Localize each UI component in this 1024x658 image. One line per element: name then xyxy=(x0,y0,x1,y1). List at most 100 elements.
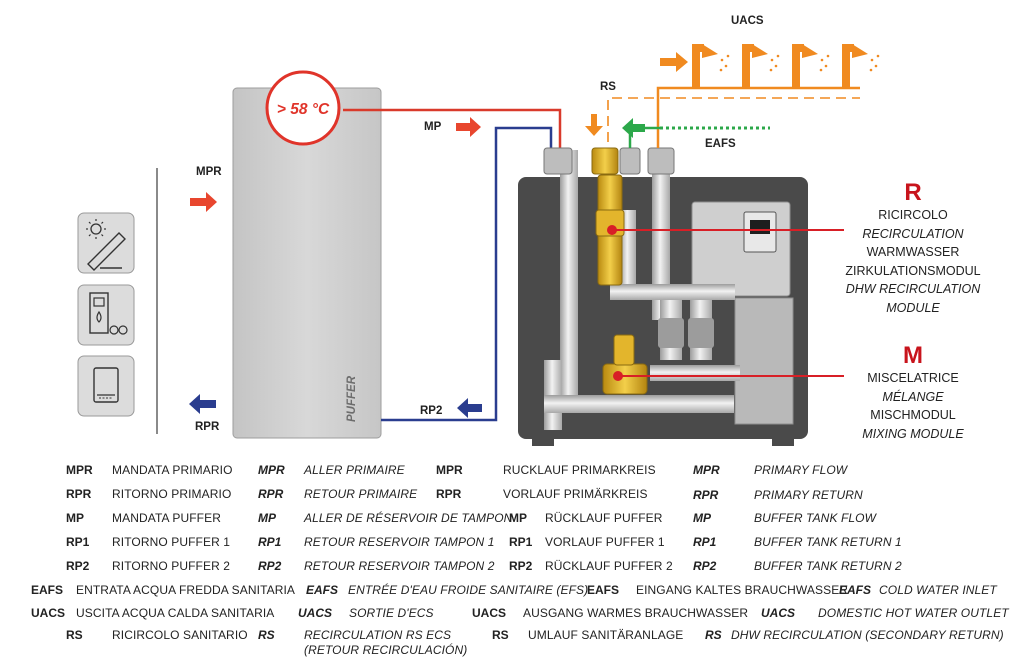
legend-text-en: BUFFER TANK RETURN 1 xyxy=(754,535,902,549)
module-pipe-left xyxy=(560,150,578,410)
legend-text-fr: RETOUR RESERVOIR TAMPON 2 xyxy=(304,559,495,573)
legend-text-fr: ALLER PRIMAIRE xyxy=(304,463,405,477)
legend-text-en: PRIMARY RETURN xyxy=(754,488,863,502)
legend-text-it: MANDATA PRIMARIO xyxy=(112,463,233,477)
legend-text-de: UMLAUF SANITÄRANLAGE xyxy=(528,628,684,642)
legend-abbr-de: UACS xyxy=(472,606,507,620)
legend-abbr-de: RP1 xyxy=(509,535,533,549)
legend-text-en: BUFFER TANK FLOW xyxy=(754,511,877,525)
rpr-arrow xyxy=(189,394,216,414)
legend-text-de: VORLAUF PUFFER 1 xyxy=(545,535,665,549)
r-line: DHW RECIRCULATION xyxy=(845,282,981,296)
legend-text-de: RÜCKLAUF PUFFER 2 xyxy=(545,559,673,573)
legend-abbr-de: RS xyxy=(492,628,509,642)
legend-text-en: BUFFER TANK RETURN 2 xyxy=(754,559,902,573)
r-module-description: R RICIRCOLO RECIRCULATION WARMWASSER ZIR… xyxy=(838,180,988,317)
legend-abbr-en: RP2 xyxy=(693,559,717,573)
legend-text-en: DOMESTIC HOT WATER OUTLET xyxy=(818,606,1009,620)
legend-abbr-en: RPR xyxy=(693,488,719,502)
legend-text-en: PRIMARY FLOW xyxy=(754,463,848,477)
mpr-label: MPR xyxy=(196,166,222,178)
legend-abbr-de: EAFS xyxy=(587,583,620,597)
r-line: MODULE xyxy=(886,300,940,315)
legend-text-it: USCITA ACQUA CALDA SANITARIA xyxy=(76,606,275,620)
legend-abbr-en: RP1 xyxy=(693,535,717,549)
uacs-pipe xyxy=(656,86,860,148)
rp2-arrow xyxy=(457,398,482,418)
legend-abbr-de: MP xyxy=(509,511,527,525)
legend-abbr-it: MPR xyxy=(66,463,93,477)
legend-abbr-it: RS xyxy=(66,628,83,642)
mp-label: MP xyxy=(424,121,442,133)
legend-abbr-fr: UACS xyxy=(298,606,333,620)
legend-abbr-en: MPR xyxy=(693,463,720,477)
legend-text-fr: ENTRÉE D'EAU FROIDE SANITAIRE (EFS) xyxy=(348,583,589,597)
wall-heater-icon xyxy=(77,355,135,417)
legend-abbr-it: RP2 xyxy=(66,559,90,573)
rs-label: RS xyxy=(600,81,616,93)
legend-text-en: DHW RECIRCULATION (SECONDARY RETURN) xyxy=(731,628,1004,642)
legend-text-en: COLD WATER INLET xyxy=(879,583,997,597)
boiler-icon xyxy=(77,284,135,346)
mp-arrow xyxy=(456,117,481,137)
legend-abbr-it: EAFS xyxy=(31,583,64,597)
legend-abbr-fr: RPR xyxy=(258,487,284,501)
eafs-label: EAFS xyxy=(705,138,736,150)
legend-text-fr: RETOUR RESERVOIR TAMPON 1 xyxy=(304,535,495,549)
legend-text-fr-cont: (RETOUR RECIRCULACIÓN) xyxy=(304,643,468,657)
legend-abbr-fr: RP1 xyxy=(258,535,282,549)
r-line: WARMWASSER xyxy=(866,245,960,259)
legend-text-it: RICIRCOLO SANITARIO xyxy=(112,628,248,642)
legend-abbr-fr: MPR xyxy=(258,463,285,477)
mp-pipe xyxy=(343,108,562,150)
legend-abbr-fr: RS xyxy=(258,628,275,642)
uacs-arrow xyxy=(660,52,688,72)
legend-text-de: RÜCKLAUF PUFFER xyxy=(545,511,663,525)
rp2-pipe xyxy=(381,126,553,422)
legend-abbr-en: RS xyxy=(705,628,722,642)
temperature-circle xyxy=(265,70,341,146)
r-line: RICIRCOLO xyxy=(878,208,948,222)
puffer-label: PUFFER xyxy=(346,375,358,422)
legend-text-it: RITORNO PUFFER 2 xyxy=(112,559,231,573)
legend-abbr-it: UACS xyxy=(31,606,66,620)
legend-text-de: RUCKLAUF PRIMARKREIS xyxy=(503,463,656,477)
m-line: MISCELATRICE xyxy=(867,371,959,385)
legend-abbr-it: MP xyxy=(66,511,84,525)
legend-abbr-fr: RP2 xyxy=(258,559,282,573)
m-line: MIXING MODULE xyxy=(862,426,964,441)
r-line: RECIRCULATION xyxy=(862,226,964,241)
legend-text-fr: RETOUR PRIMAIRE xyxy=(304,487,418,501)
legend-abbr-en: UACS xyxy=(761,606,796,620)
legend-abbr-de: RPR xyxy=(436,487,462,501)
m-line: MISCHMODUL xyxy=(870,408,956,422)
legend-abbr-fr: EAFS xyxy=(306,583,339,597)
rs-arrow xyxy=(585,114,603,136)
legend-text-fr: ALLER DE RÉSERVOIR DE TAMPON xyxy=(304,511,513,525)
uacs-dashed-return xyxy=(607,97,860,142)
r-line: ZIRKULATIONSMODUL xyxy=(845,263,981,278)
r-letter: R xyxy=(904,179,922,206)
rpr-label: RPR xyxy=(195,421,220,433)
temperature-value: > 58 °C xyxy=(277,101,330,118)
uacs-label: UACS xyxy=(731,15,764,27)
m-letter: M xyxy=(903,342,923,369)
legend-text-de: AUSGANG WARMES BRAUCHWASSER xyxy=(523,606,749,620)
solar-panel-icon xyxy=(77,212,135,274)
m-line: MÉLANGE xyxy=(882,389,944,404)
legend-abbr-it: RPR xyxy=(66,487,92,501)
m-module-description: M MISCELATRICE MÉLANGE MISCHMODUL MIXING… xyxy=(838,343,988,443)
legend-text-it: RITORNO PRIMARIO xyxy=(112,487,232,501)
legend-text-fr: RECIRCULATION RS ECS xyxy=(304,628,452,642)
shower-icon xyxy=(692,44,868,88)
legend-text-fr: SORTIE D'ECS xyxy=(349,606,434,620)
legend-text-it: ENTRATA ACQUA FREDDA SANITARIA xyxy=(76,583,296,597)
legend-text-it: MANDATA PUFFER xyxy=(112,511,221,525)
legend-abbr-de: MPR xyxy=(436,463,463,477)
legend-abbr-de: RP2 xyxy=(509,559,533,573)
legend-abbr-en: MP xyxy=(693,511,711,525)
legend-text-de: VORLAUF PRIMÄRKREIS xyxy=(503,487,648,501)
rp2-label: RP2 xyxy=(420,405,442,417)
legend-text-it: RITORNO PUFFER 1 xyxy=(112,535,231,549)
